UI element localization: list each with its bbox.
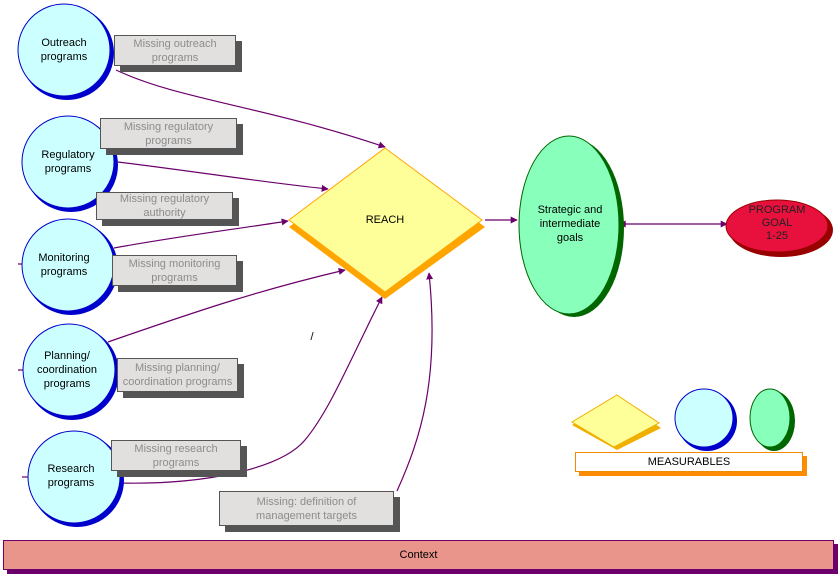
- note-line: Missing planning/: [134, 362, 220, 374]
- legend-circle-icon: [674, 388, 737, 451]
- arrow-monitoring-to-reach: [113, 218, 289, 249]
- program-node-planning[interactable]: [22, 323, 119, 420]
- arrow-regulatory-to-reach: [117, 161, 329, 192]
- note-line: programs: [152, 456, 200, 469]
- note-line: authority: [143, 207, 186, 219]
- arrow-planning-to-reach: [107, 268, 346, 343]
- program-node-regulatory[interactable]: [21, 115, 118, 212]
- context-bar[interactable]: Context: [3, 540, 834, 570]
- note-line: Missing monitoring: [128, 257, 221, 270]
- note-line: programs: [151, 271, 198, 284]
- note-line: management targets: [256, 509, 357, 522]
- note-line: programs: [145, 134, 192, 147]
- legend-ellipse-icon: [749, 388, 795, 451]
- arrow-research-to-reach: [117, 296, 383, 484]
- legend-measurables: MEASURABLES: [575, 452, 803, 472]
- program-node-monitoring[interactable]: [21, 218, 118, 315]
- program-node-outreach[interactable]: [17, 3, 114, 100]
- legend-diamond-icon: [571, 394, 661, 450]
- arrow-targets-to-reach: [396, 272, 434, 492]
- note-line: Missing research: [134, 442, 218, 455]
- program-node-research[interactable]: [27, 430, 124, 527]
- note-line: coordination programs: [122, 376, 233, 388]
- note-missing-planning: Missing planning/coordination programs: [117, 358, 238, 392]
- note-line: Missing outreach: [133, 37, 217, 50]
- note-line: Missing: definition of: [256, 495, 357, 508]
- arrow-outreach-to-reach: [115, 69, 386, 149]
- note-line: Missing regulatory: [119, 193, 210, 205]
- note-line: Missing regulatory: [123, 120, 214, 133]
- note-line: programs: [151, 51, 199, 64]
- reach-node[interactable]: [288, 147, 485, 299]
- strategic-goals-node[interactable]: [518, 135, 624, 317]
- note-missing-regulatory-authority: Missing regulatory authority: [96, 192, 233, 220]
- program-goal-node[interactable]: [725, 199, 833, 257]
